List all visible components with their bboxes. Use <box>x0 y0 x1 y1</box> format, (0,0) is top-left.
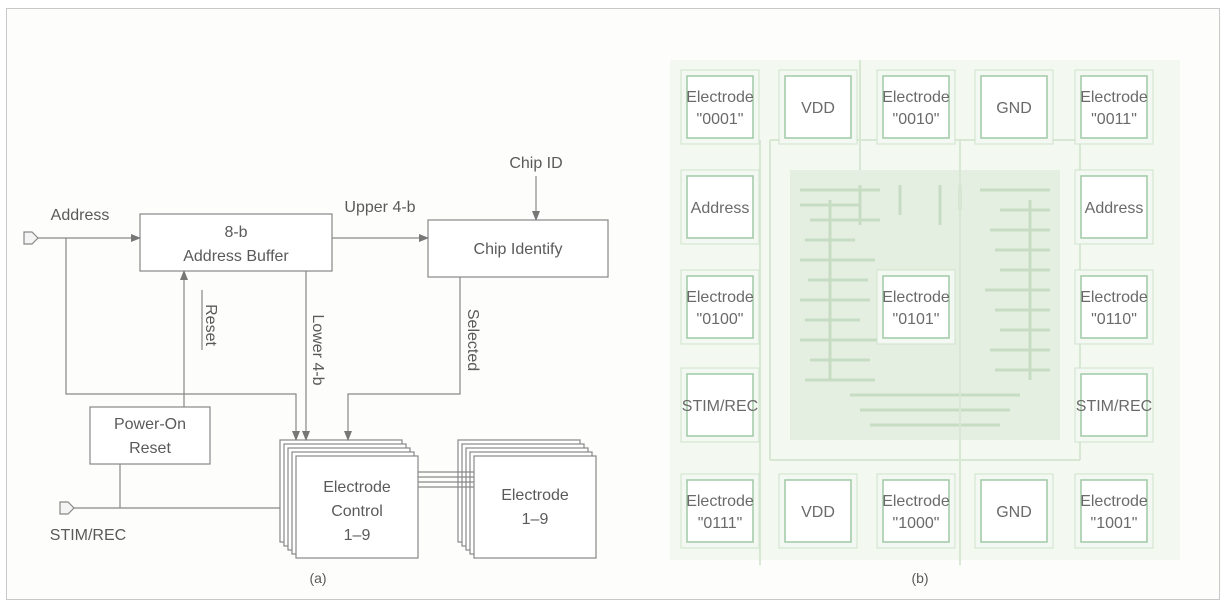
pad-label: "0010" <box>893 111 940 128</box>
reset-label: Reset <box>202 304 219 346</box>
pad-4-4: Electrode "1001" <box>1075 474 1153 548</box>
pad-box <box>883 480 949 542</box>
pad-0-4: Electrode "0011" <box>1075 70 1153 144</box>
pad-0-0: Electrode "0001" <box>681 70 759 144</box>
pad-3-0: STIM/REC <box>681 368 759 442</box>
pad-0-1: VDD <box>779 70 857 144</box>
pad-label: Electrode <box>1080 493 1148 510</box>
electrode-line1: Electrode <box>501 487 569 504</box>
pad-label: VDD <box>801 100 835 117</box>
stim-rec-label: STIM/REC <box>50 527 126 544</box>
pad-label: Address <box>691 200 750 217</box>
electrode-control-line3: 1–9 <box>344 527 371 544</box>
diagram-b: Electrode "0001" VDD Electrode "0010" GND Elec… <box>670 60 1180 586</box>
pad-0-2: Electrode "0010" <box>877 70 955 144</box>
pad-4-3: GND <box>975 474 1053 548</box>
power-on-line1: Power-On <box>114 416 186 433</box>
pad-grid: Electrode "0001" VDD Electrode "0010" GND Elec… <box>681 70 1153 548</box>
caption-b: (b) <box>911 570 928 586</box>
pad-label: "0111" <box>698 515 743 532</box>
selected-label: Selected <box>464 309 481 371</box>
pad-label: Electrode <box>686 289 754 306</box>
pad-1-0: Address <box>681 170 759 244</box>
pad-label: "0100" <box>697 311 744 328</box>
address-buffer-line2: Address Buffer <box>183 248 289 265</box>
stim-rec-input-terminal <box>60 502 74 514</box>
pad-label: STIM/REC <box>682 398 758 415</box>
pad-box <box>883 276 949 338</box>
pad-label: "0001" <box>697 111 744 128</box>
pad-box <box>687 480 753 542</box>
pad-label: "1001" <box>1091 515 1138 532</box>
caption-a: (a) <box>309 570 326 586</box>
pad-box <box>883 76 949 138</box>
pad-label: Electrode <box>686 89 754 106</box>
pad-box <box>1081 276 1147 338</box>
pad-1-4: Address <box>1075 170 1153 244</box>
pad-2-4: Electrode "0110" <box>1075 270 1153 344</box>
address-buffer-line1: 8-b <box>224 224 247 241</box>
electrode-control-line1: Electrode <box>323 479 391 496</box>
pad-label: Electrode <box>882 89 950 106</box>
power-on-line2: Reset <box>129 440 171 457</box>
chip-id-label: Chip ID <box>509 155 562 172</box>
pad-box <box>687 276 753 338</box>
pad-label: Electrode <box>1080 289 1148 306</box>
pad-label: GND <box>996 100 1032 117</box>
lower-4b-label: Lower 4-b <box>309 314 326 385</box>
pad-label: "0101" <box>893 311 940 328</box>
pad-label: "1000" <box>893 515 940 532</box>
pad-label: VDD <box>801 504 835 521</box>
pad-label: Electrode <box>686 493 754 510</box>
address-input-terminal <box>24 232 38 244</box>
pad-3-4: STIM/REC <box>1075 368 1153 442</box>
pad-label: Electrode <box>882 289 950 306</box>
pad-4-2: Electrode "1000" <box>877 474 955 548</box>
selected-line <box>348 277 460 440</box>
pad-box <box>1081 480 1147 542</box>
address-label: Address <box>51 207 110 224</box>
pad-2-0: Electrode "0100" <box>681 270 759 344</box>
pad-4-1: VDD <box>779 474 857 548</box>
pad-label: STIM/REC <box>1076 398 1152 415</box>
upper-4b-label: Upper 4-b <box>344 199 415 216</box>
pad-box <box>1081 76 1147 138</box>
pad-label: Electrode <box>882 493 950 510</box>
pad-label: Address <box>1085 200 1144 217</box>
pad-box <box>687 76 753 138</box>
pad-0-3: GND <box>975 70 1053 144</box>
electrode-line2: 1–9 <box>522 511 549 528</box>
pad-2-2: Electrode "0101" <box>877 270 955 344</box>
pad-4-0: Electrode "0111" <box>681 474 759 548</box>
electrode-control-line2: Control <box>331 503 383 520</box>
pad-label: "0110" <box>1091 311 1137 328</box>
pad-label: GND <box>996 504 1032 521</box>
chip-identify-label: Chip Identify <box>474 241 563 258</box>
pad-label: Electrode <box>1080 89 1148 106</box>
pad-label: "0011" <box>1091 111 1137 128</box>
